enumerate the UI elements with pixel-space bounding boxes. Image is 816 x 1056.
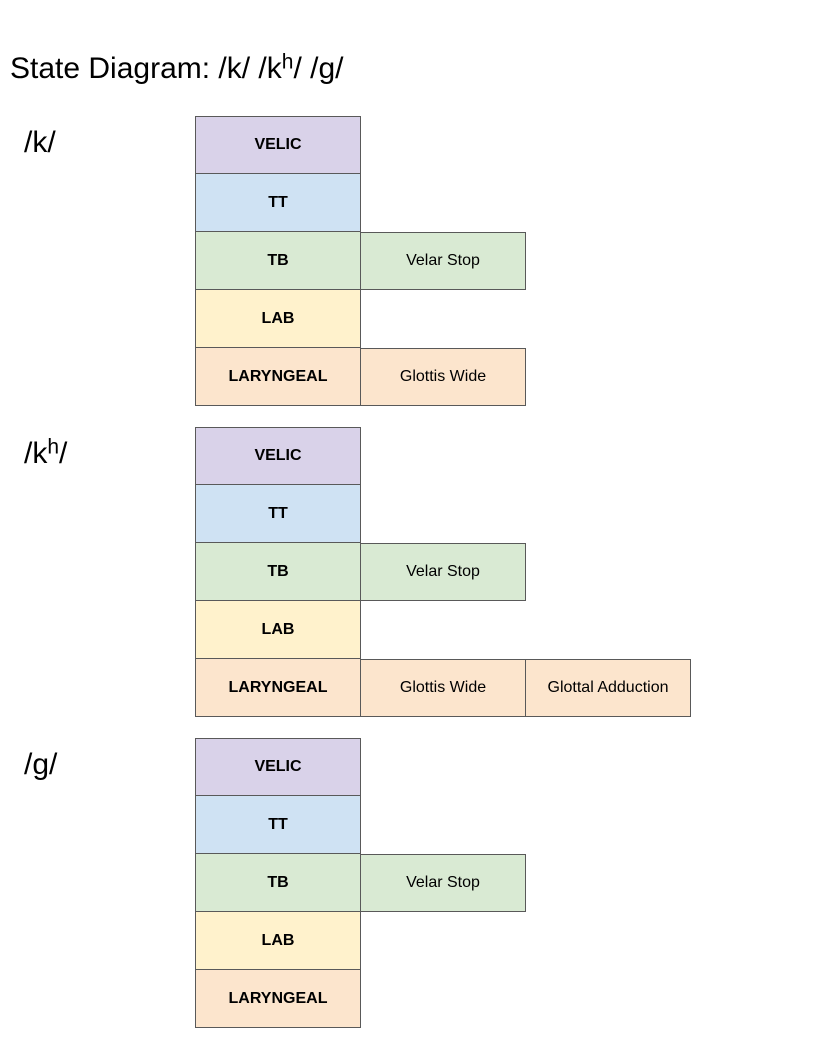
gesture-cell: Glottis Wide [360, 348, 526, 406]
tier-label: TT [195, 485, 361, 543]
segment-label-text: /k/ [24, 126, 56, 159]
gesture-cell: Velar Stop [360, 543, 526, 601]
tier-label: TB [195, 543, 361, 601]
segment-label: /kh/ [24, 437, 67, 471]
tier-label: TT [195, 796, 361, 854]
gesture-cell: Glottal Adduction [525, 659, 691, 717]
gesture-cell: Velar Stop [360, 854, 526, 912]
title-text-suffix: / /g/ [293, 52, 344, 85]
tier-label: TT [195, 174, 361, 232]
title-superscript: h [281, 50, 294, 74]
tier-label: TB [195, 854, 361, 912]
tier-label: VELIC [195, 427, 361, 485]
tier-label: VELIC [195, 116, 361, 174]
tier-label: TB [195, 232, 361, 290]
title-text: State Diagram: /k/ /k [10, 52, 282, 85]
tier-label: LARYNGEAL [195, 970, 361, 1028]
diagram-title: State Diagram: /k/ /kh/ /g/ [10, 52, 343, 86]
gesture-cell: Glottis Wide [360, 659, 526, 717]
segment-label-text: /k [24, 437, 48, 470]
gesture-cell: Velar Stop [360, 232, 526, 290]
tier-label: LAB [195, 912, 361, 970]
segment-label-superscript: h [47, 435, 60, 459]
tier-label: LARYNGEAL [195, 659, 361, 717]
tier-label: VELIC [195, 738, 361, 796]
segment-label: /g/ [24, 748, 57, 782]
tier-label: LARYNGEAL [195, 348, 361, 406]
tier-label: LAB [195, 601, 361, 659]
segment-label-text: /g/ [24, 748, 58, 781]
tier-label: LAB [195, 290, 361, 348]
segment-label: /k/ [24, 126, 56, 160]
segment-label-text: / [59, 437, 68, 470]
